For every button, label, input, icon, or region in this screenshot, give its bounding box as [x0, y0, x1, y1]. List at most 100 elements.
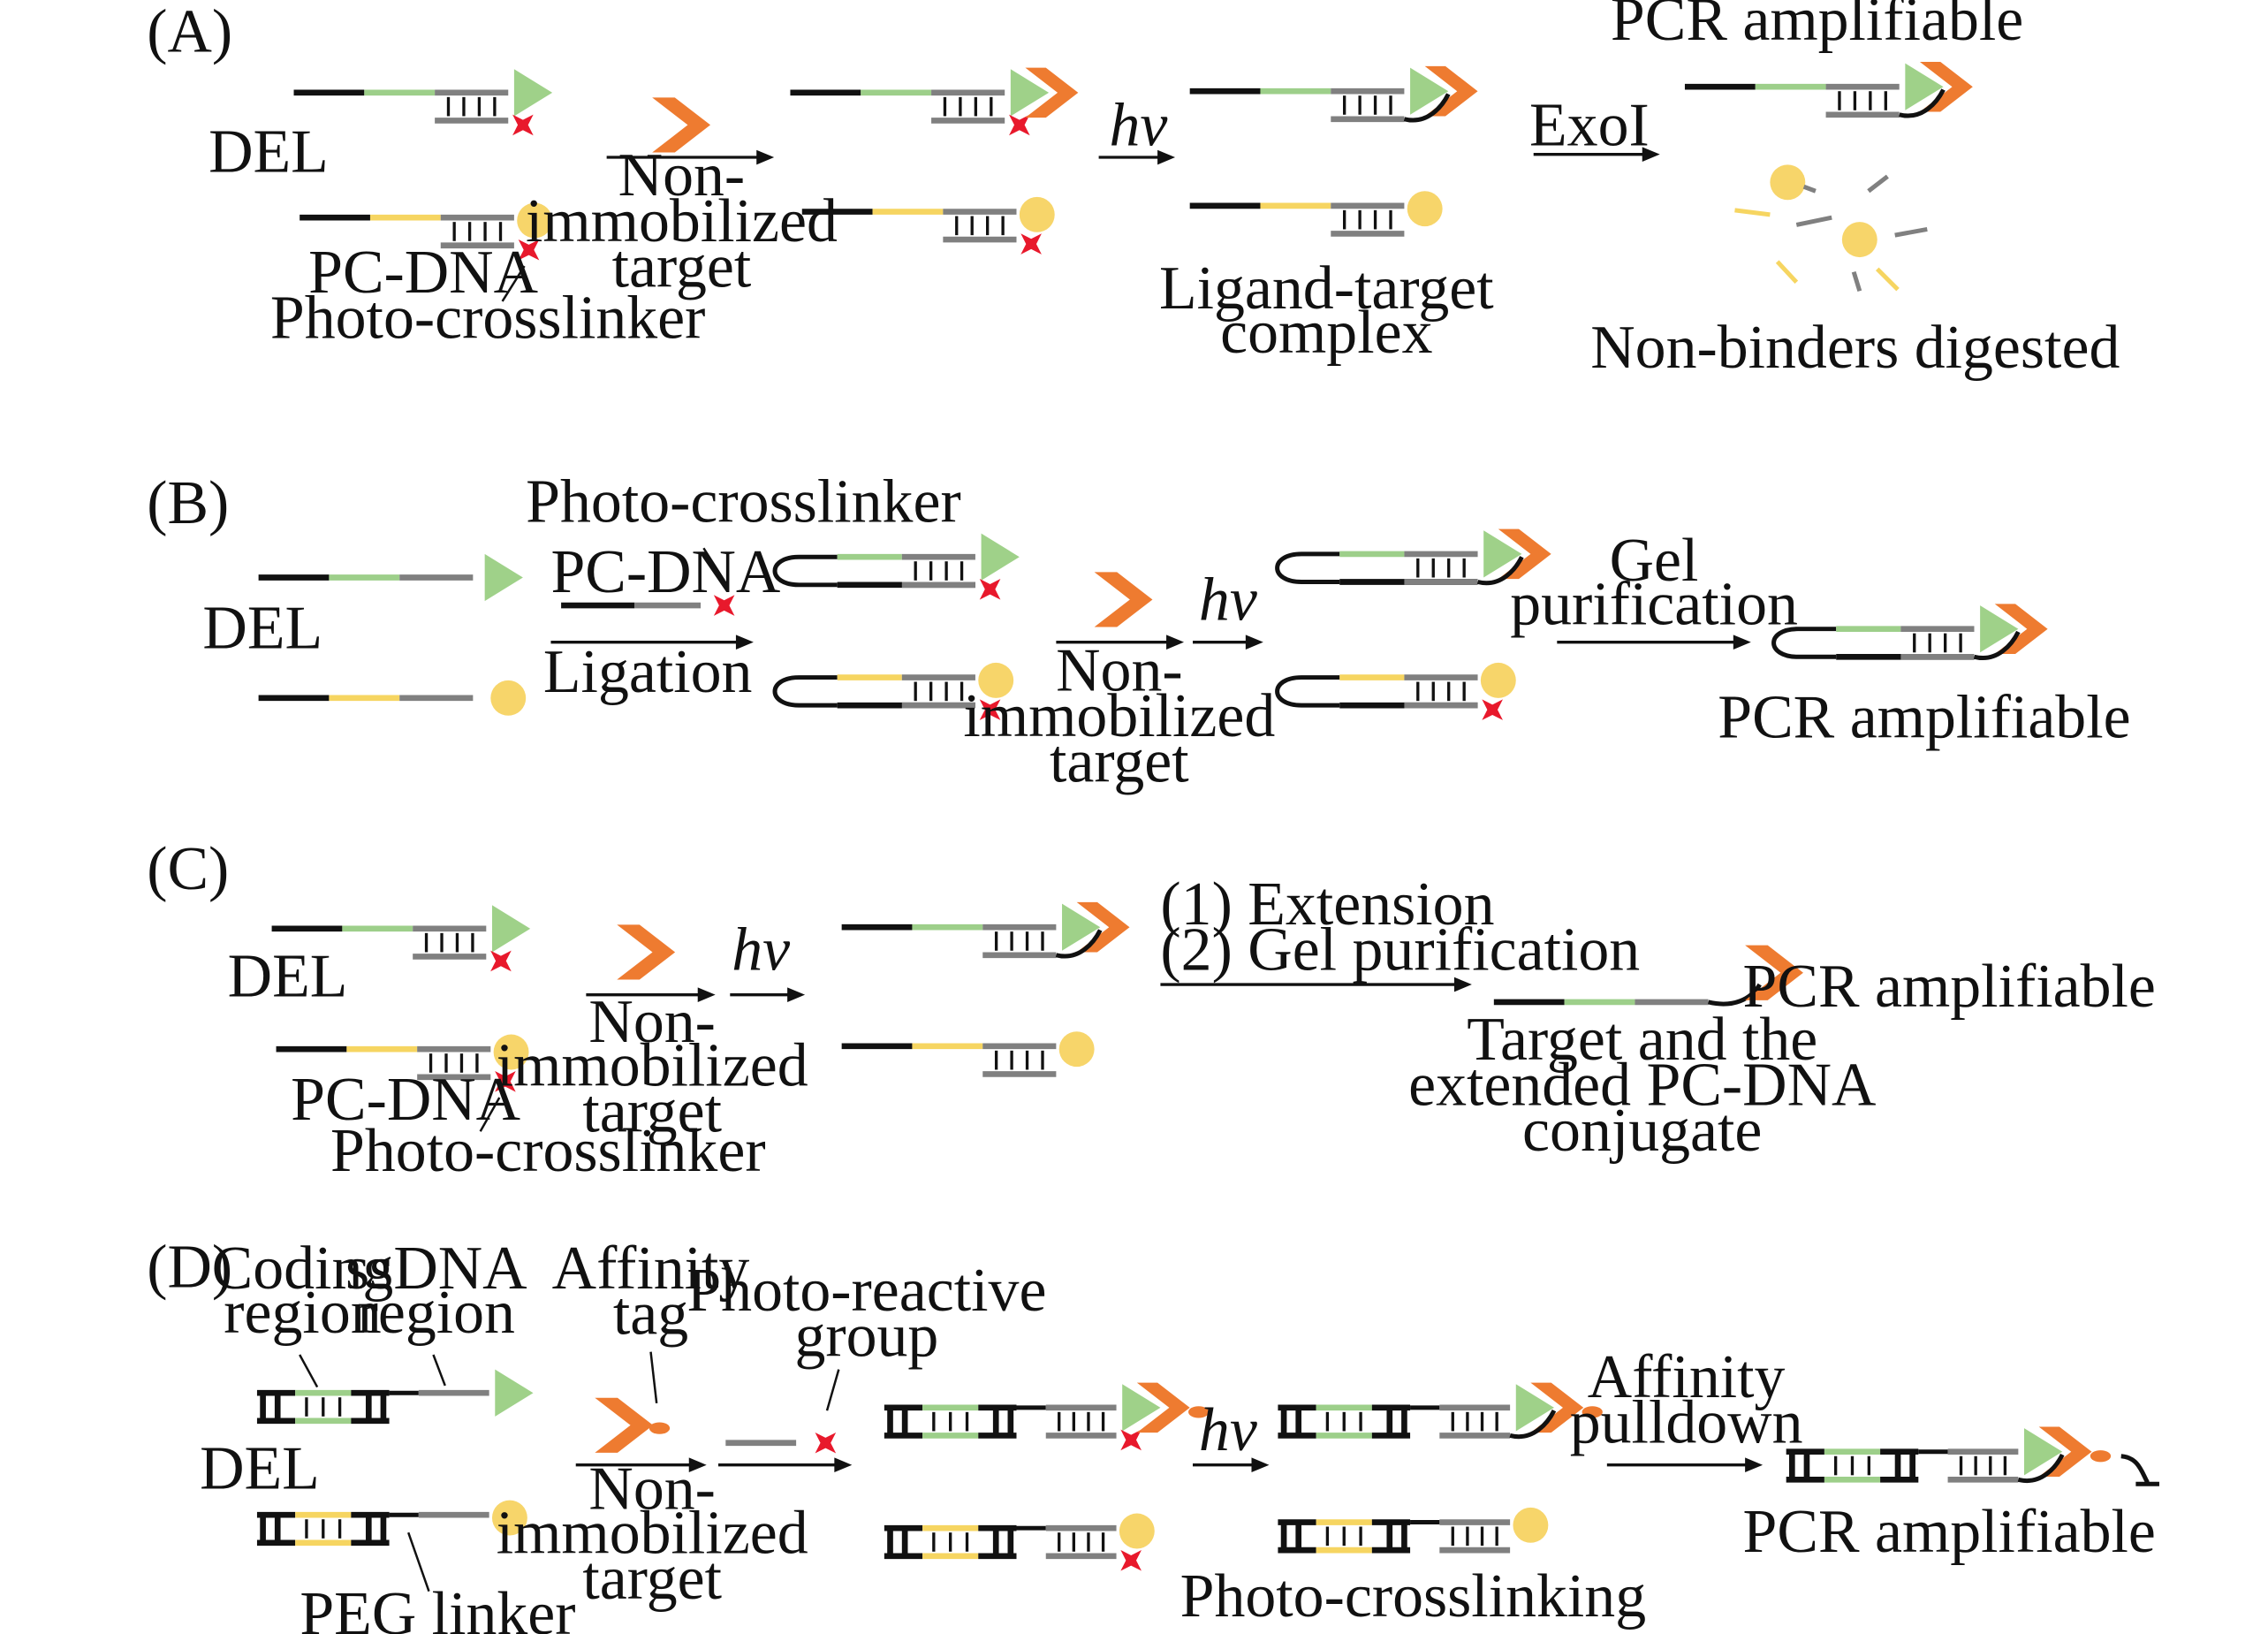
- ligand-triangle: [2024, 1428, 2063, 1476]
- panel-b-target-line2: immobilized: [963, 682, 1275, 750]
- panel-d-pulldown-line2: pulldown: [1570, 1389, 1803, 1457]
- linker-curve: [1973, 630, 2021, 660]
- reaction-arrowhead: [688, 1457, 707, 1473]
- peg-callout: [407, 1531, 430, 1592]
- target-protein-chevron: [652, 97, 711, 153]
- digested-fragment: [1851, 270, 1862, 293]
- target-protein-chevron: [595, 1397, 654, 1453]
- panel-a-hv-label: hv: [1110, 92, 1168, 160]
- digested-bead: [1770, 164, 1806, 201]
- target-protein-chevron: [1745, 945, 1803, 1000]
- ligand-bead: [1513, 1507, 1549, 1543]
- panel-c-step2-label: (2) Gel purification: [1160, 916, 1640, 984]
- ligand-triangle: [981, 533, 1020, 581]
- target-protein-chevron: [2038, 1426, 2092, 1477]
- affinity-tag-callout: [649, 1351, 658, 1404]
- photo-crosslinker-star: [979, 699, 1001, 720]
- linker-curve: [1055, 929, 1103, 959]
- panel-b-del-label: DEL: [202, 594, 322, 662]
- photo-crosslinker-star: [815, 1432, 837, 1454]
- panel-a-complex-line2: complex: [1220, 299, 1432, 367]
- reaction-arrowhead: [787, 987, 806, 1002]
- photo-crosslinker-star: [1009, 114, 1030, 136]
- panel-a-complex-line1: Ligand-target: [1159, 255, 1494, 323]
- panel-c-del-label: DEL: [228, 942, 348, 1010]
- affinity-tag: [1188, 1406, 1210, 1418]
- ligand-bead: [1058, 1031, 1095, 1068]
- hairpin-loop: [772, 554, 838, 588]
- digested-bead: [1841, 222, 1877, 258]
- digested-fragment: [1802, 184, 1817, 194]
- panel-c-result-line3: conjugate: [1522, 1097, 1762, 1165]
- panel-c-crosslinker-label: Photo-crosslinker: [330, 1117, 766, 1185]
- reaction-arrowhead: [1453, 977, 1472, 992]
- linker-curve: [1509, 1410, 1557, 1440]
- panel-a-del-label: DEL: [209, 118, 329, 186]
- photo-crosslinker-star: [490, 950, 512, 972]
- target-protein-chevron: [1025, 67, 1079, 118]
- hairpin-loop: [1771, 627, 1837, 659]
- ligand-bead: [1407, 191, 1443, 227]
- panel-a-pcr-label: PCR amplifiable: [1611, 0, 2023, 54]
- ligand-bead: [517, 202, 553, 239]
- ligand-triangle: [1980, 605, 2019, 653]
- photo-reactive-callout: [825, 1369, 840, 1411]
- panel-a-crosslinker-label: Photo-crosslinker: [270, 285, 706, 353]
- panel-d-coding-line2: region: [224, 1279, 381, 1347]
- panel-a-digested-label: Non-binders digested: [1590, 314, 2120, 382]
- reaction-arrowhead: [834, 1457, 853, 1473]
- panel-d-del-label: DEL: [200, 1434, 320, 1502]
- panel-d-hv-label: hv: [1199, 1396, 1257, 1464]
- panel-d-photo-reactive-line1: Photo-reactive: [686, 1257, 1046, 1325]
- ligand-triangle: [484, 553, 523, 602]
- photo-crosslinker-star: [1020, 233, 1042, 255]
- digested-fragment: [1734, 208, 1771, 217]
- ligand-triangle: [1410, 67, 1449, 115]
- ligand-triangle: [1010, 69, 1050, 117]
- ligand-triangle: [1062, 903, 1101, 951]
- panel-a-exo-label: ExoI: [1529, 92, 1650, 160]
- panel-d-pcr-label: PCR amplifiable: [1743, 1498, 2156, 1566]
- reaction-arrowhead: [1245, 635, 1263, 650]
- reaction-arrowhead: [756, 149, 775, 165]
- linker-curve: [1476, 556, 1524, 586]
- target-protein-chevron: [1076, 901, 1130, 953]
- hairpin-loop: [1275, 675, 1340, 708]
- affinity-tag: [2090, 1450, 2112, 1463]
- reaction-arrowhead: [1166, 635, 1185, 650]
- panel-b-crosslinker-label: Photo-crosslinker: [526, 467, 961, 536]
- target-protein-chevron: [1094, 572, 1153, 627]
- photo-crosslinker-star: [1120, 1429, 1142, 1451]
- ligand-bead: [1480, 662, 1516, 698]
- panel-c-target-line2: immobilized: [497, 1032, 808, 1100]
- ligand-triangle: [1122, 1384, 1161, 1432]
- linker-curve: [1403, 93, 1451, 123]
- digested-fragment: [1894, 227, 1928, 238]
- ligand-triangle: [495, 1369, 534, 1417]
- reaction-arrowhead: [735, 635, 754, 650]
- target-protein-chevron: [1136, 1382, 1190, 1433]
- ligand-bead: [1119, 1513, 1155, 1549]
- panel-c-target-line1: Non-: [588, 988, 715, 1056]
- panel-a-target-line3: target: [612, 232, 752, 300]
- panel-d-label: (D): [147, 1234, 232, 1302]
- linker-curve: [2017, 1453, 2065, 1484]
- reaction-arrowhead: [1251, 1457, 1270, 1473]
- ligand-bead: [491, 1500, 527, 1536]
- panel-d-pulldown-line1: Affinity: [1588, 1343, 1786, 1411]
- pulldown-tether: [2120, 1454, 2150, 1484]
- photo-crosslinker-star: [1482, 699, 1503, 720]
- digested-fragment: [1867, 174, 1889, 194]
- panel-d-affinity-tag-line2: tag: [613, 1281, 688, 1349]
- panel-c-label: (C): [147, 835, 229, 903]
- panel-c-pcdna-label: PC-DNA: [291, 1066, 520, 1134]
- panel-c-hv-label: hv: [732, 916, 790, 984]
- panel-c-pcr-label: PCR amplifiable: [1743, 953, 2156, 1021]
- panel-d-coding-line1: Coding: [212, 1235, 394, 1303]
- target-protein-chevron: [1530, 1382, 1584, 1433]
- coding-callout: [299, 1354, 319, 1388]
- digested-fragment: [1775, 260, 1799, 285]
- ligand-bead: [493, 1034, 529, 1070]
- panel-b-ligation-label: Ligation: [543, 638, 753, 706]
